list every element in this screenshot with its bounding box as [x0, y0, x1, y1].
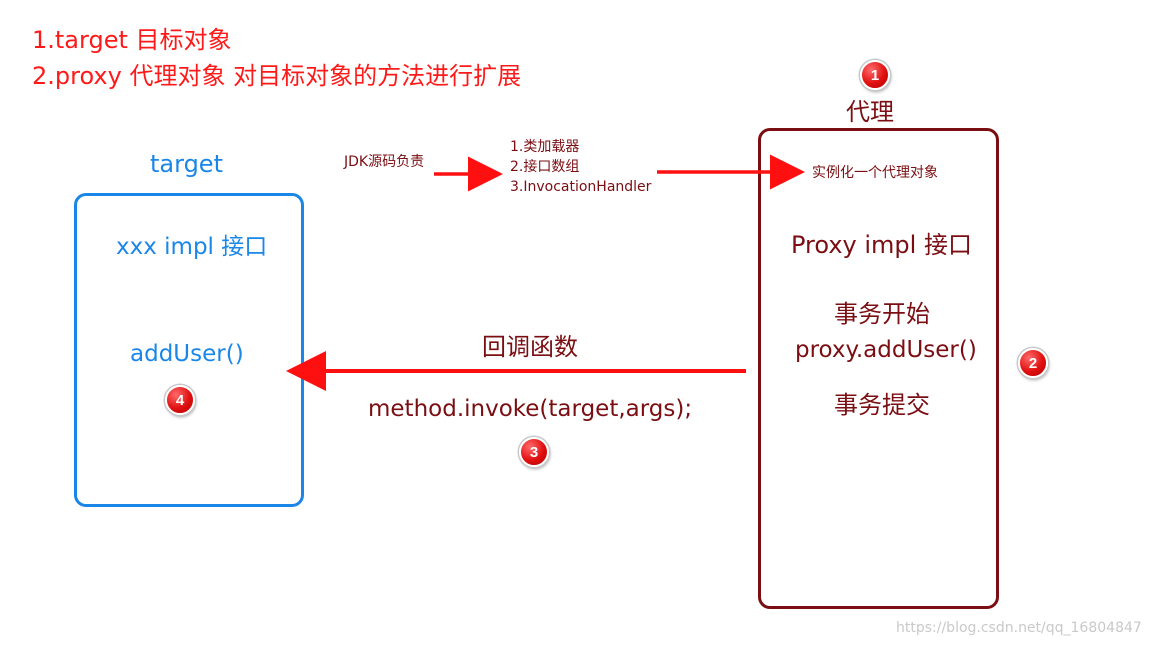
param-item: 1.类加载器: [510, 139, 580, 155]
header-line-1: 1.target 目标对象: [32, 26, 232, 54]
instantiate-label: 实例化一个代理对象: [812, 165, 938, 181]
proxy-interface-label: Proxy impl 接口: [791, 231, 972, 259]
callback-title: 回调函数: [482, 333, 578, 361]
proxy-box: [758, 128, 999, 609]
proxy-title: 代理: [846, 98, 894, 126]
tx-begin-label: 事务开始: [834, 300, 930, 328]
tx-commit-label: 事务提交: [834, 391, 930, 419]
header-line-2: 2.proxy 代理对象 对目标对象的方法进行扩展: [32, 62, 522, 90]
params-list: 1.类加载器 2.接口数组 3.InvocationHandler: [510, 137, 651, 197]
step-3-badge: 3: [519, 437, 549, 467]
step-4-badge: 4: [165, 385, 195, 415]
step-1-badge: 1: [860, 60, 890, 90]
watermark: https://blog.csdn.net/qq_16804847: [896, 620, 1142, 636]
jdk-label: JDK源码负责: [344, 154, 425, 170]
target-method-label: addUser(): [130, 341, 244, 367]
proxy-call-label: proxy.addUser(): [795, 337, 977, 363]
target-interface-label: xxx impl 接口: [116, 234, 268, 260]
target-title: target: [150, 150, 223, 178]
step-2-badge: 2: [1018, 348, 1048, 378]
target-box: [74, 193, 304, 507]
callback-code: method.invoke(target,args);: [368, 396, 693, 422]
param-item: 3.InvocationHandler: [510, 179, 652, 195]
param-item: 2.接口数组: [510, 159, 580, 175]
